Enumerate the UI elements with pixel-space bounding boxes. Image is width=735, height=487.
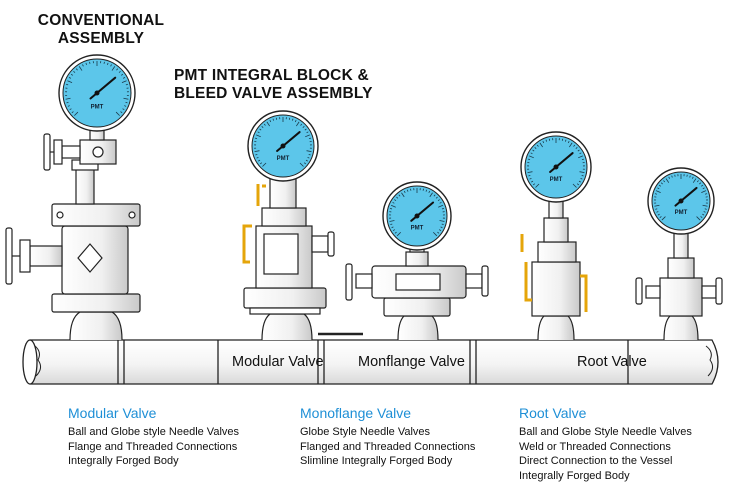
pressure-gauge-icon: PMT xyxy=(382,181,452,251)
pressure-gauge-icon: PMT xyxy=(247,110,319,182)
pressure-gauge-icon: PMT xyxy=(520,131,592,203)
description-line: Ball and Globe style Needle Valves xyxy=(68,426,240,438)
description-title: Modular Valve xyxy=(68,405,157,421)
heading-line: CONVENTIONAL xyxy=(37,12,165,29)
pressure-gauge-icon: PMT xyxy=(58,54,136,132)
heading-line: BLEED VALVE ASSEMBLY xyxy=(174,85,373,102)
gauge-brand-text: PMT xyxy=(411,226,424,232)
description-line: Direct Connection to the Vessel xyxy=(519,455,673,467)
monoflange-valve-assembly xyxy=(345,241,489,341)
heading-line: ASSEMBLY xyxy=(57,30,145,47)
gauge-brand-text: PMT xyxy=(277,156,290,162)
pipe-label-root: Root Valve xyxy=(577,354,647,370)
modular-valve-assembly xyxy=(242,163,335,341)
gauge-brand-text: PMT xyxy=(675,210,688,216)
description-line: Integrally Forged Body xyxy=(68,455,179,467)
heading-line: PMT INTEGRAL BLOCK & xyxy=(174,67,369,84)
monoflange-valve-description: Monoflange Valve Globe Style Needle Valv… xyxy=(300,405,475,469)
main-pipe xyxy=(22,332,719,385)
pressure-gauges: PMT PMT PMT PMT PMT xyxy=(58,54,715,251)
description-title: Monoflange Valve xyxy=(300,405,412,421)
root-valve-assembly xyxy=(520,195,588,341)
description-line: Flanged and Threaded Connections xyxy=(300,440,476,453)
right-valve-assembly xyxy=(635,231,723,341)
description-line: Globe Style Needle Valves xyxy=(300,426,431,438)
description-line: Flange and Threaded Connections xyxy=(68,440,238,453)
conventional-assembly xyxy=(5,121,141,341)
conventional-assembly-heading: CONVENTIONAL ASSEMBLY xyxy=(30,12,172,48)
gauge-brand-text: PMT xyxy=(91,104,104,110)
description-line: Integrally Forged Body xyxy=(519,469,630,482)
description-line: Ball and Globe Style Needle Valves xyxy=(519,426,692,438)
root-valve-description: Root Valve Ball and Globe Style Needle V… xyxy=(519,405,692,483)
modular-valve-description: Modular Valve Ball and Globe style Needl… xyxy=(68,405,239,469)
pipe-label-modular: Modular Valve xyxy=(232,354,324,370)
gauge-brand-text: PMT xyxy=(550,177,563,183)
description-line: Weld or Threaded Connections xyxy=(519,440,671,453)
description-line: Slimline Integrally Forged Body xyxy=(300,455,453,467)
pipe-label-monflange: Monflange Valve xyxy=(358,354,465,370)
description-title: Root Valve xyxy=(519,405,587,421)
pmt-assembly-heading: PMT INTEGRAL BLOCK & BLEED VALVE ASSEMBL… xyxy=(174,67,404,103)
pressure-gauge-icon: PMT xyxy=(647,167,715,235)
